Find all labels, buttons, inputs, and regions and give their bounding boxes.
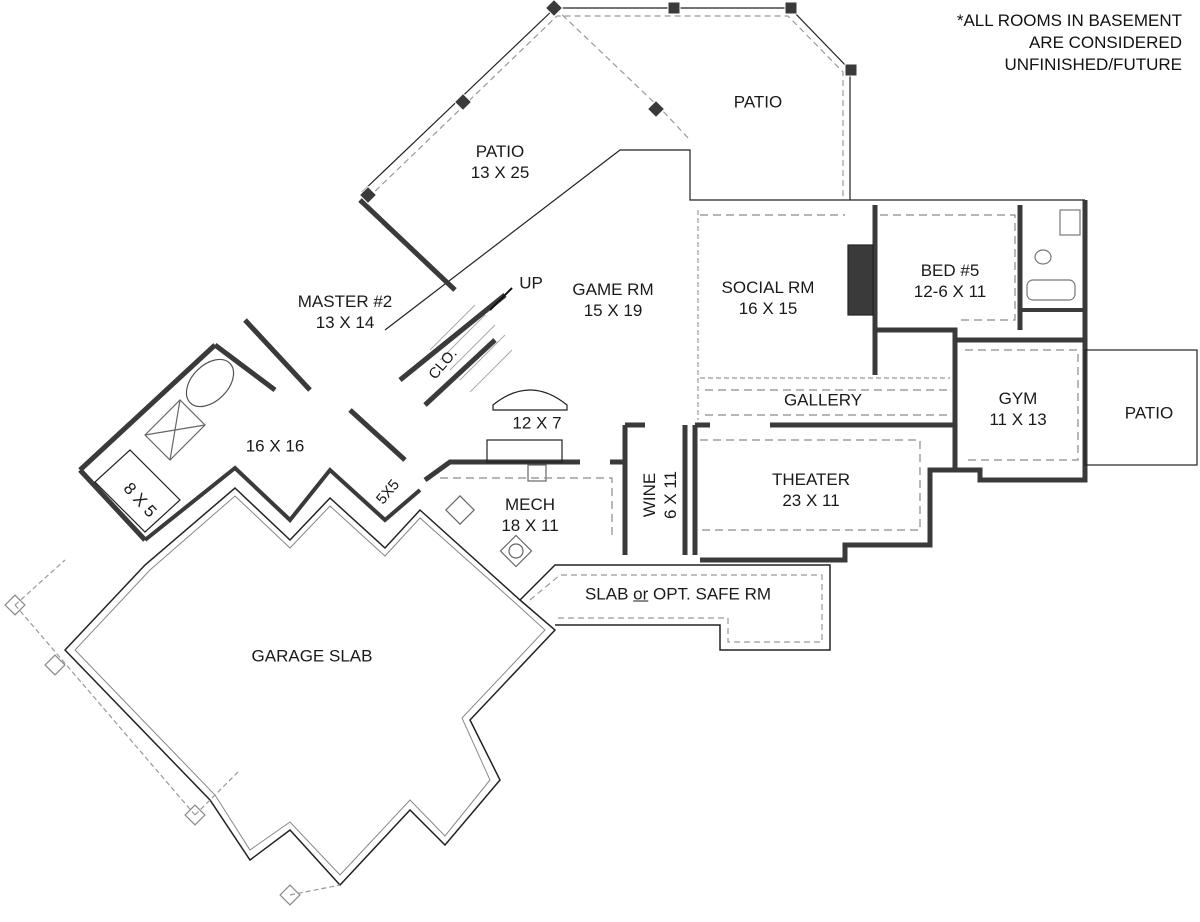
room-label-mech: MECH 18 X 11	[501, 495, 559, 535]
fireplace	[847, 244, 874, 316]
room-label-bed5: BED #5 12-6 X 11	[913, 261, 987, 301]
basement-note: *ALL ROOMS IN BASEMENT ARE CONSIDERED UN…	[957, 10, 1182, 76]
room-label-bar: 12 X 7	[512, 413, 562, 433]
note-line-2: ARE CONSIDERED	[1028, 33, 1182, 52]
room-label-gallery: GALLERY	[783, 390, 863, 410]
room-label-social-rm: SOCIAL RM 16 X 15	[721, 278, 815, 318]
right-patio-box	[1084, 349, 1198, 466]
safe-room-outline	[519, 564, 831, 651]
room-label-master2: MASTER #2 13 X 14	[297, 292, 393, 332]
room-label-patio-left: PATIO 13 X 25	[470, 142, 530, 182]
garage-outline	[63, 486, 557, 887]
room-label-theater: THEATER 23 X 11	[771, 470, 851, 510]
room-label-gym: GYM 11 X 13	[989, 389, 1047, 429]
stair-up-label: UP	[519, 273, 543, 293]
room-label-master-bath: 16 X 16	[245, 436, 305, 456]
room-label-safe-rm: SLAB or OPT. SAFE RM	[584, 584, 772, 604]
note-line-3: UNFINISHED/FUTURE	[1004, 55, 1182, 74]
room-label-game-rm: GAME RM 15 X 19	[572, 280, 654, 320]
room-label-wine: WINE 6 X 11	[640, 471, 680, 519]
room-label-garage-slab: GARAGE SLAB	[251, 646, 373, 666]
room-label-patio-top: PATIO	[733, 92, 783, 112]
note-line-1: *ALL ROOMS IN BASEMENT	[956, 11, 1182, 30]
room-label-patio-right: PATIO	[1124, 403, 1174, 423]
bar-counter	[492, 389, 568, 411]
